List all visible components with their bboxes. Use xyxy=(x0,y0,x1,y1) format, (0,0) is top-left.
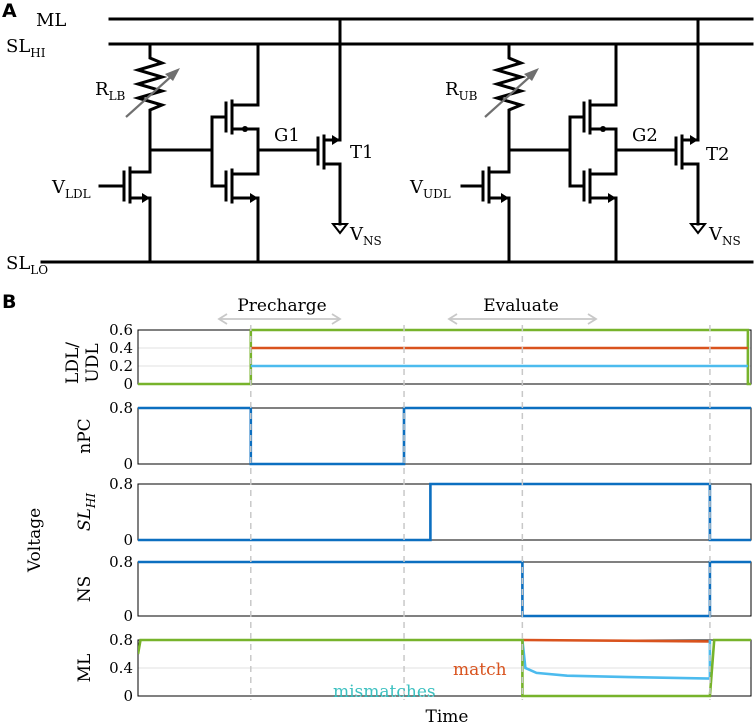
ml-label: ML xyxy=(36,10,66,31)
resistor-rlb xyxy=(132,42,168,152)
plot-area: 00.20.40.6LDL/UDL00.8nPC00.8SLHI00.8NS00… xyxy=(63,321,752,705)
match-annotation: match xyxy=(453,660,507,680)
vns-2-ground xyxy=(688,223,708,235)
svg-text:VLDL: VLDL xyxy=(51,177,91,201)
vns-2-label-sub: NS xyxy=(722,234,741,248)
nmos-ldl-arrow xyxy=(142,193,150,203)
resistor-rub xyxy=(491,42,527,152)
vns-2-label: V xyxy=(708,224,723,245)
ytick-ml-2: 0.8 xyxy=(109,631,133,649)
svg-text:RUB: RUB xyxy=(445,79,478,103)
rlb-label-sub: LB xyxy=(109,89,126,103)
ytick-ml-1: 0.4 xyxy=(109,659,133,677)
svg-text:VNS: VNS xyxy=(349,224,382,248)
axes-frame-npc xyxy=(137,407,752,465)
svg-text:SLLO: SLLO xyxy=(6,253,48,277)
svg-text:VUDL: VUDL xyxy=(409,177,451,201)
rub-label-sub: UB xyxy=(459,89,478,103)
slhi-label-sub: HI xyxy=(30,46,45,60)
vudl-label-sub: UDL xyxy=(423,187,451,201)
phase-divider-lines xyxy=(250,325,711,700)
vudl-label: V xyxy=(409,177,424,198)
panel-a-letter: A xyxy=(2,0,17,22)
series-ldl-0 xyxy=(138,328,751,386)
ytick-slhi-1: 0.8 xyxy=(109,475,133,493)
vns-1-label: V xyxy=(349,224,364,245)
ytick-ns-0: 0 xyxy=(123,607,133,625)
g2-label: G2 xyxy=(632,125,658,146)
ylabel-ldl: LDL/UDL xyxy=(63,342,103,384)
vldl-label-sub: LDL xyxy=(65,187,91,201)
axes-frame-ldl xyxy=(137,329,752,385)
ytick-ml-0: 0 xyxy=(123,687,133,705)
slhi-label: SL xyxy=(6,36,30,57)
panel-b-letter: B xyxy=(2,291,16,313)
vns-1-label-sub: NS xyxy=(363,234,382,248)
panel-ml: 0 0.4 0.8ML xyxy=(75,631,752,705)
sllo-label-sub: LO xyxy=(30,263,48,277)
t1-label: T1 xyxy=(350,142,373,163)
svg-text:RLB: RLB xyxy=(95,79,126,103)
rlb-arrow-head xyxy=(165,68,180,81)
series-ml-2 xyxy=(138,638,751,698)
ylabel-ns: NS xyxy=(75,576,95,603)
sllo-label: SL xyxy=(6,253,30,274)
upper-bound-cell: RUB VUDL G2 xyxy=(409,17,741,264)
axes-frame-slhi xyxy=(137,483,752,541)
series-ml-0 xyxy=(522,638,710,643)
series-npc-0 xyxy=(138,406,751,466)
evaluate-label: Evaluate xyxy=(483,296,559,316)
series-ml-1 xyxy=(521,639,712,680)
panel-ns: 0 0.8NS xyxy=(75,553,752,625)
x-axis-label: Time xyxy=(426,707,469,727)
ytick-ldl-3: 0.6 xyxy=(109,321,133,339)
rub-variable-arrow xyxy=(484,72,535,118)
ytick-ldl-0: 0 xyxy=(123,375,133,393)
ytick-ldl-1: 0.2 xyxy=(109,357,133,375)
series-slhi-0 xyxy=(138,482,751,542)
axes-frame-ns xyxy=(137,561,752,617)
t2-label: T2 xyxy=(706,144,729,165)
evaluate-arrow xyxy=(447,313,598,325)
series-ns-0 xyxy=(138,560,751,618)
vns-1-ground xyxy=(330,223,350,235)
ylabel-ml: ML xyxy=(75,654,95,683)
svg-text:SLHI: SLHI xyxy=(6,36,46,60)
rlb-variable-arrow xyxy=(125,72,176,118)
lower-bound-cell: RLB VLDL xyxy=(51,17,382,264)
rlb-label: R xyxy=(95,79,109,100)
precharge-arrow xyxy=(217,313,342,325)
y-axis-label: Voltage xyxy=(25,508,45,573)
ytick-npc-1: 0.8 xyxy=(109,399,133,417)
vldl-label: V xyxy=(51,177,66,198)
ytick-ns-1: 0.8 xyxy=(109,553,133,571)
g1-label: G1 xyxy=(274,125,300,146)
ytick-slhi-0: 0 xyxy=(123,531,133,549)
mismatches-annotation: mismatches xyxy=(333,682,436,702)
panel-a-circuit: A ML SLHI SLLO RLB VLDL xyxy=(2,0,754,277)
precharge-label: Precharge xyxy=(237,296,326,316)
ylabel-slhi: SLHI xyxy=(75,493,98,531)
ytick-npc-0: 0 xyxy=(123,455,133,473)
ylabel-npc: nPC xyxy=(75,418,95,453)
panel-npc: 0 0.8 nPC xyxy=(75,399,752,473)
rub-label: R xyxy=(445,79,459,100)
svg-text:VNS: VNS xyxy=(708,224,741,248)
panel-b-waveforms: B Precharge Evaluate Voltage Time 00.20.… xyxy=(2,291,752,727)
ytick-ldl-2: 0.4 xyxy=(109,339,133,357)
